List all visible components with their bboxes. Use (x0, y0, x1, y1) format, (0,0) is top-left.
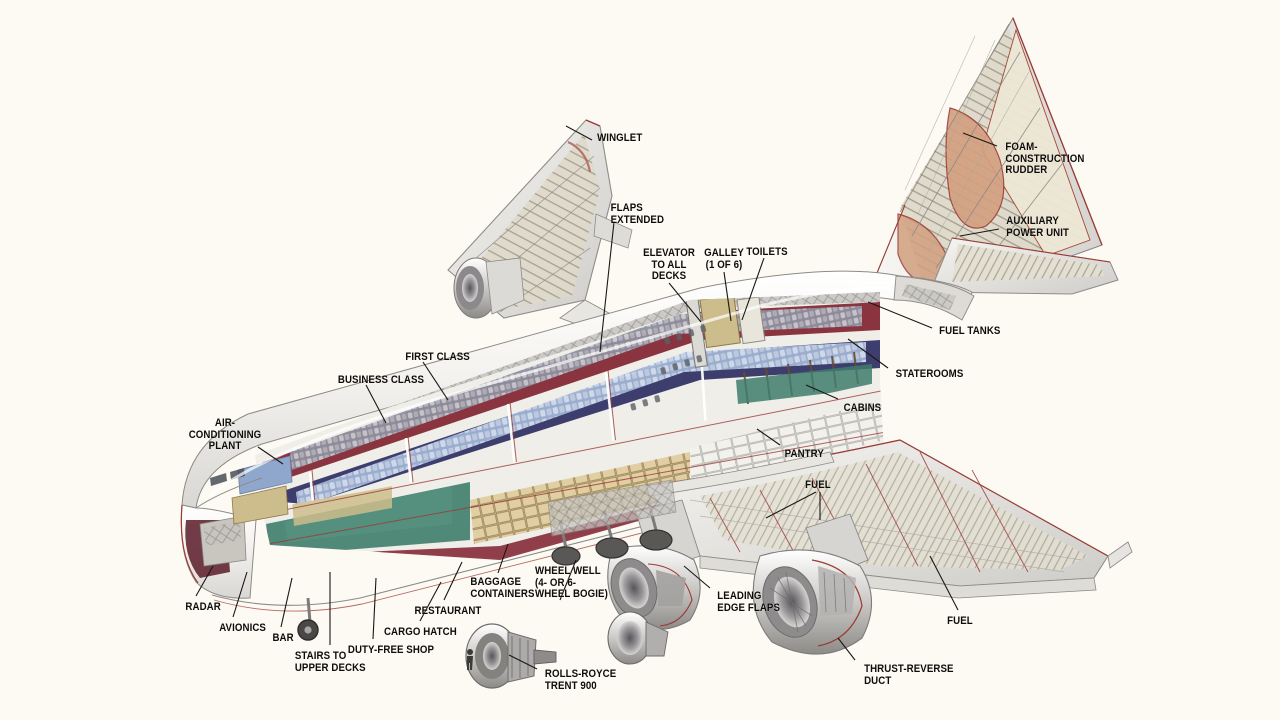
leader-line-fuel-inner-a (765, 491, 817, 519)
callout-label-duty-free-shop: DUTY-FREE SHOP (347, 644, 435, 656)
callout-label-baggage-containers: BAGGAGE CONTAINERS (470, 576, 535, 600)
leader-line-cargo-hatch (419, 581, 442, 622)
leader-line-fuel-tanks (867, 301, 933, 329)
callout-label-elevator-all-decks: ELEVATOR TO ALL DECKS (643, 247, 695, 282)
auxiliary-power-unit (893, 275, 975, 321)
callout-label-toilets: TOILETS (746, 246, 788, 258)
leader-line-winglet (565, 125, 593, 141)
leader-line-pantry (756, 428, 781, 446)
leader-line-staterooms (847, 338, 889, 369)
callout-label-staterooms: STATEROOMS (895, 368, 964, 380)
leader-line-rolls-royce (508, 654, 538, 670)
engine-far (453, 257, 525, 319)
callout-label-restaurant: RESTAURANT (414, 605, 482, 617)
leader-line-auxiliary-power (959, 228, 1000, 237)
callout-label-rolls-royce: ROLLS-ROYCE TRENT 900 (544, 668, 617, 692)
nacelle-detail (607, 611, 669, 665)
callout-label-air-conditioning: AIR- CONDITIONING PLANT (188, 417, 262, 452)
leader-line-air-conditioning (257, 446, 284, 465)
rolls-royce-trent-900-detail (465, 623, 557, 689)
cabin-windows (630, 325, 707, 411)
callout-label-flaps-extended: FLAPS EXTENDED (610, 202, 665, 226)
leader-line-business-class (365, 384, 387, 424)
leader-line-baggage-containers (497, 543, 509, 574)
wing-near (644, 439, 1133, 599)
callout-label-bar: BAR (272, 632, 294, 644)
leader-line-toilets (741, 257, 765, 321)
leader-line-foam-rudder (962, 132, 998, 147)
callout-label-wheel-well: WHEEL WELL (4- OR 6- WHEEL BOGIE) (534, 565, 608, 600)
callout-label-radar: RADAR (185, 601, 221, 613)
callout-label-thrust-reverse: THRUST-REVERSE DUCT (864, 663, 954, 687)
callout-label-cabins: CABINS (843, 402, 882, 414)
leader-line-thrust-reverse (837, 637, 856, 661)
leader-line-wheel-well (559, 559, 577, 601)
callout-label-foam-rudder: FOAM- CONSTRUCTION RUDDER (1005, 141, 1085, 176)
nose-interior (185, 455, 293, 578)
callout-label-stairs-upper-decks: STAIRS TO UPPER DECKS (294, 650, 366, 674)
callout-label-pantry: PANTRY (784, 448, 824, 460)
leader-line-flaps-extended (599, 221, 615, 353)
callout-label-first-class: FIRST CLASS (405, 351, 470, 363)
leader-line-leading-edge-flaps (683, 565, 711, 589)
leader-line-avionics (232, 571, 248, 618)
landing-gear (297, 479, 677, 641)
leader-line-fuel-outer (929, 555, 959, 611)
wing-far (447, 119, 641, 347)
callout-label-auxiliary-power: AUXILIARY POWER UNIT (1006, 215, 1070, 239)
callout-label-fuel-tanks: FUEL TANKS (939, 325, 1001, 337)
callout-label-fuel-inner: FUEL (805, 479, 831, 491)
callout-label-winglet: WINGLET (597, 132, 643, 144)
leader-line-elevator-all-decks (668, 282, 702, 323)
upper-deck-interior (255, 292, 880, 520)
callout-label-business-class: BUSINESS CLASS (337, 374, 425, 386)
leader-line-bar (280, 577, 293, 628)
callout-label-fuel-outer: FUEL (947, 615, 973, 627)
callout-label-leading-edge-flaps: LEADING EDGE FLAPS (717, 590, 781, 614)
horizontal-stabilizer-right (929, 237, 1119, 295)
callout-label-cargo-hatch: CARGO HATCH (383, 626, 457, 638)
leader-line-restaurant (443, 561, 463, 601)
leader-line-radar (195, 565, 214, 597)
leader-line-cabins (805, 384, 839, 400)
engine-outboard-near (752, 513, 873, 655)
leader-line-galley-1-of-6 (723, 271, 732, 322)
leader-line-duty-free-shop (372, 577, 377, 640)
callout-label-avionics: AVIONICS (219, 622, 266, 634)
callout-label-galley-1-of-6: GALLEY (1 OF 6) (704, 247, 744, 271)
leader-line-first-class (422, 361, 449, 401)
scale-figure (467, 649, 473, 670)
